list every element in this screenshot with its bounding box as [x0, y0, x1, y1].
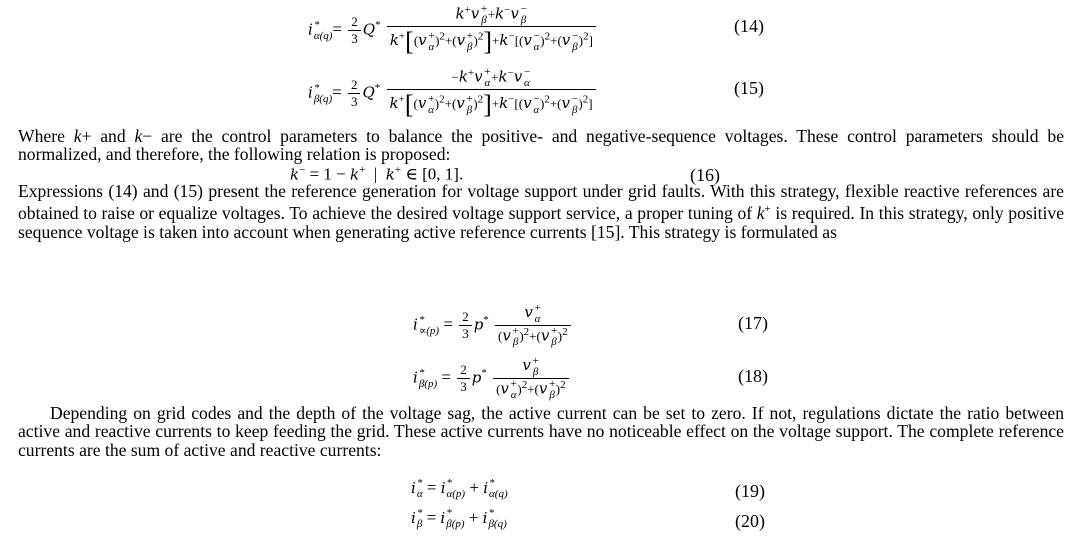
equation-number-14: (14): [734, 16, 764, 36]
paragraph-grid-codes: Depending on grid codes and the depth of…: [18, 403, 1064, 460]
paragraph-reference-generation: Expressions (14) and (15) present the re…: [18, 181, 1064, 242]
equation-16: k− = 1 − k+ | k+ ∈ [0, 1].: [290, 164, 464, 184]
paragraph-control-parameters: Where k+ and k− are the control paramete…: [18, 126, 1065, 165]
equation-number-18: (18): [738, 366, 768, 386]
equation-number-16: (16): [690, 165, 720, 185]
equation-19: i*α = i*α(p) + i*α(q): [411, 477, 508, 501]
equation-number-17: (17): [738, 313, 768, 333]
equation-20: i*β = i*β(p) + i*β(q): [411, 507, 507, 531]
equation-number-20: (20): [735, 511, 765, 531]
equation-number-19: (19): [735, 481, 765, 501]
equation-number-15: (15): [734, 78, 764, 98]
